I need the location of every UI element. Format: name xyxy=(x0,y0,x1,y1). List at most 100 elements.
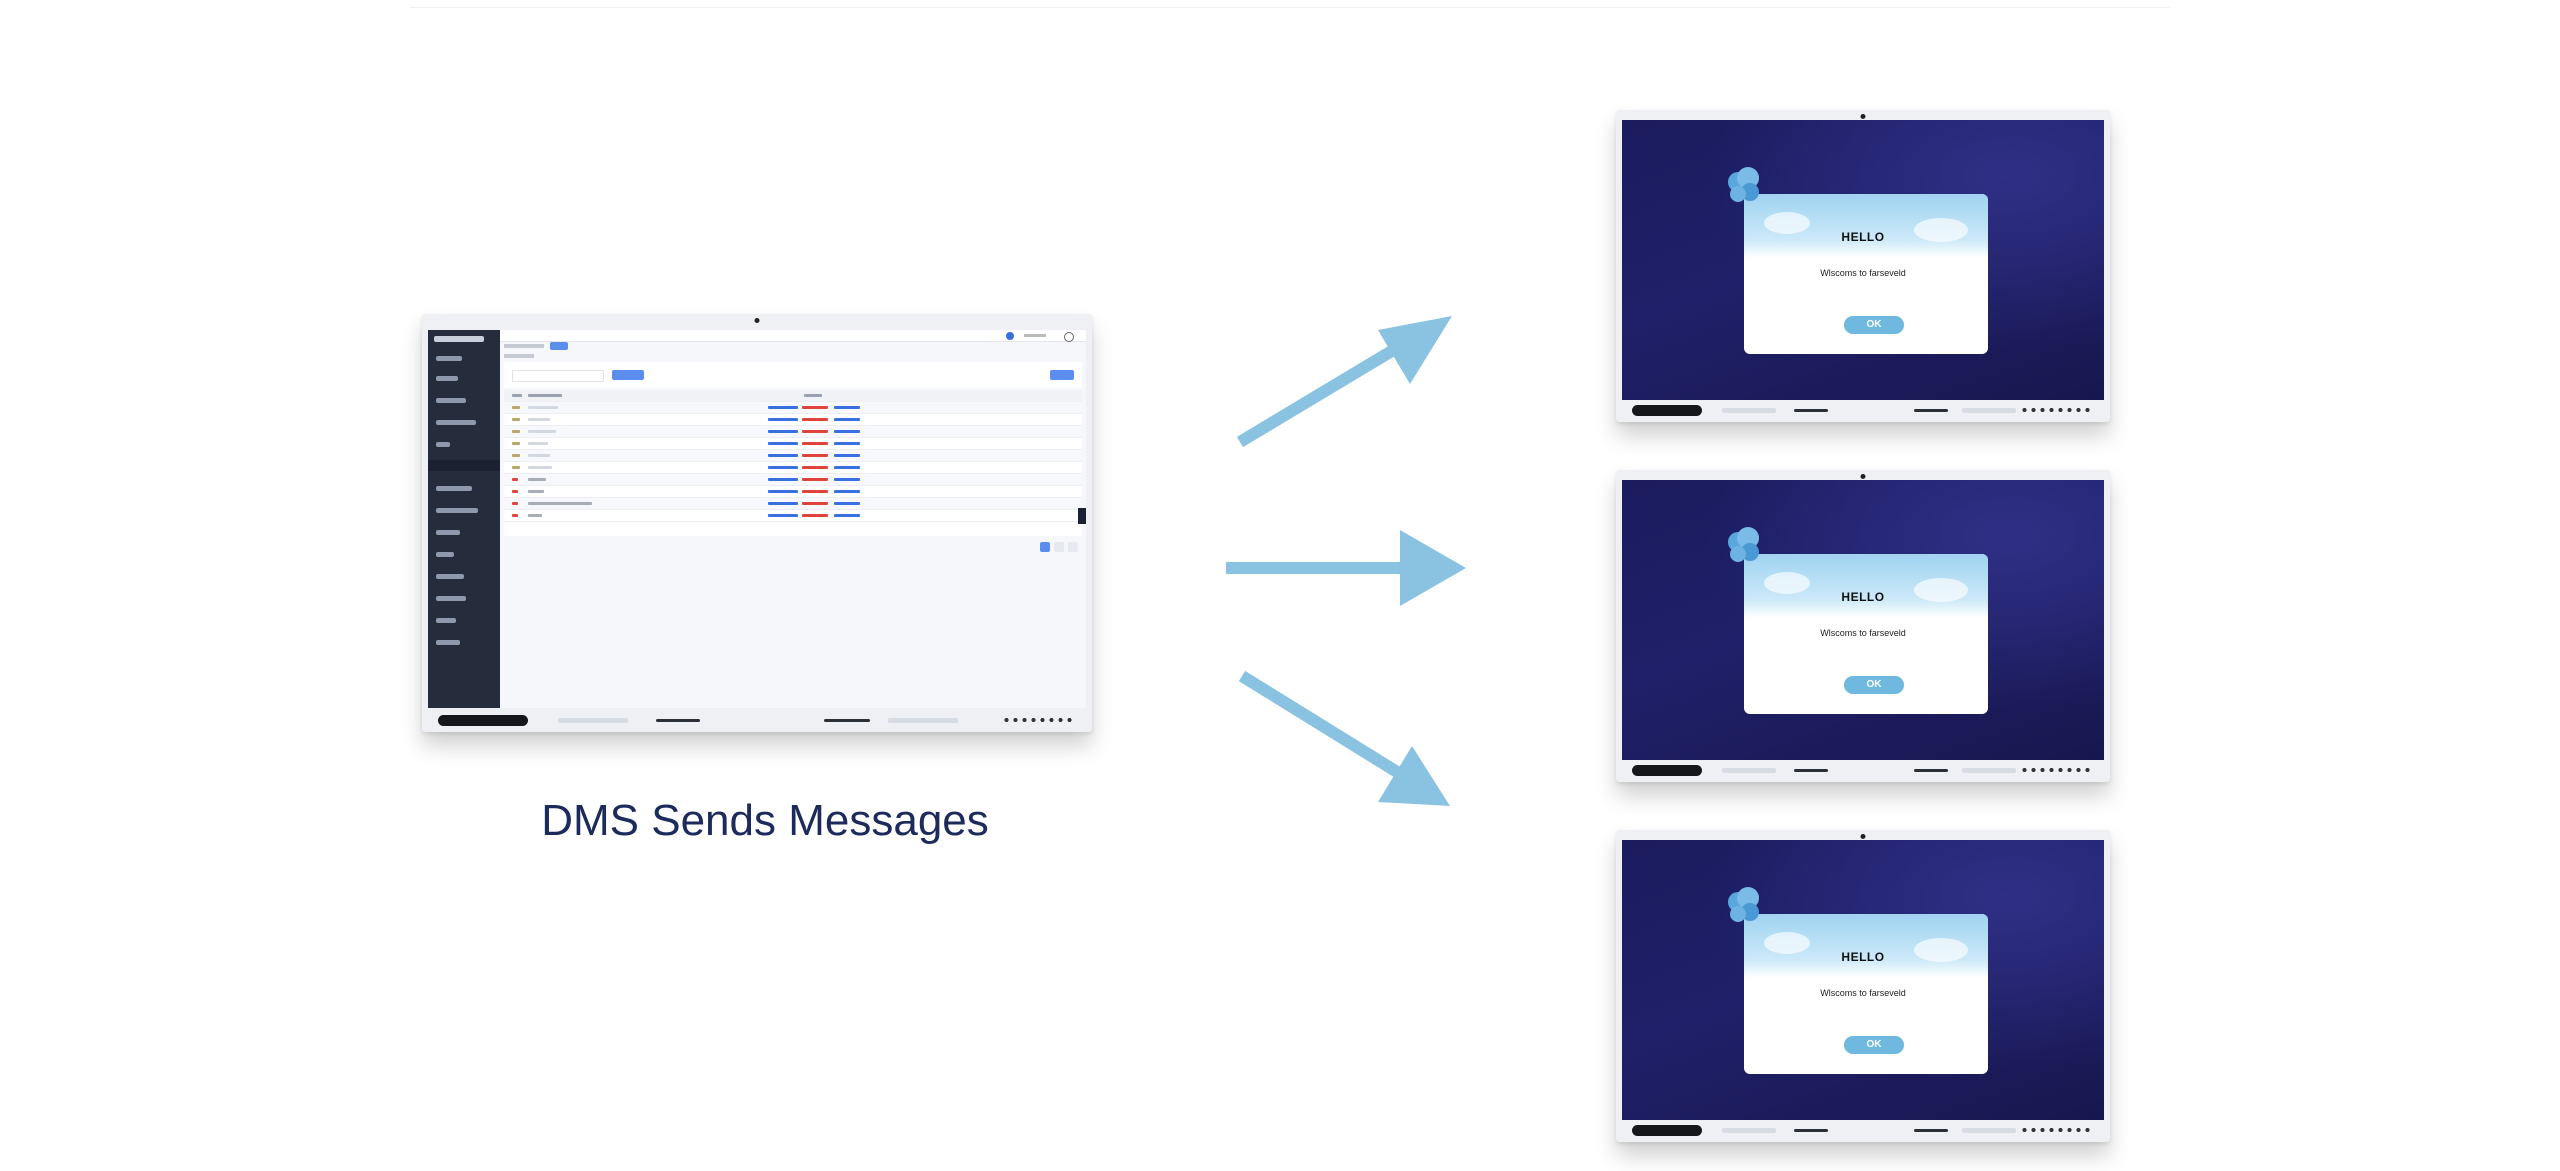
taskbar-pill xyxy=(1632,765,1702,776)
screen-content: HELLO Wlscoms to farsevеld OK xyxy=(1622,120,2104,400)
taskbar-segment xyxy=(1914,409,1948,412)
sidebar-item[interactable] xyxy=(436,398,466,403)
camera-dot xyxy=(1860,834,1866,839)
sidebar-item[interactable] xyxy=(436,596,466,601)
cloud-icon xyxy=(1728,527,1759,562)
table-row[interactable] xyxy=(504,462,1082,474)
table-row[interactable] xyxy=(504,498,1082,510)
table-header xyxy=(504,390,1082,402)
top-divider xyxy=(410,7,2170,8)
sidebar-item[interactable] xyxy=(436,552,454,557)
pagination xyxy=(1020,542,1078,552)
dialog-header xyxy=(1744,914,1988,978)
taskbar-segment xyxy=(1722,408,1776,413)
arrow-down-right xyxy=(1238,670,1450,806)
dialog-message: Wlscoms to farsevеld xyxy=(1820,628,1906,638)
user-name xyxy=(1024,334,1046,337)
page-button[interactable] xyxy=(1054,542,1064,552)
taskbar-dots xyxy=(2020,408,2090,412)
dialog-header xyxy=(1744,194,1988,258)
dms-header xyxy=(500,330,1086,342)
taskbar-pill xyxy=(1632,405,1702,416)
dms-sidebar xyxy=(428,330,500,708)
sidebar-item[interactable] xyxy=(436,618,456,623)
sidebar-item[interactable] xyxy=(436,574,464,579)
search-icon[interactable] xyxy=(1064,332,1074,342)
dms-dashboard xyxy=(428,330,1086,708)
camera-dot xyxy=(1860,474,1866,479)
monitor-taskbar xyxy=(1622,763,2104,778)
taskbar-dots xyxy=(2020,768,2090,772)
camera-dot xyxy=(1860,114,1866,119)
taskbar-segment xyxy=(1914,769,1948,772)
table-row[interactable] xyxy=(504,438,1082,450)
taskbar-segment xyxy=(824,719,870,722)
dms-monitor xyxy=(422,314,1092,732)
dms-toolbar xyxy=(504,362,1082,388)
taskbar-pill xyxy=(438,715,528,726)
tab-list[interactable] xyxy=(504,354,534,358)
monitor-taskbar xyxy=(1622,403,2104,418)
taskbar-segment xyxy=(1962,408,2016,413)
taskbar-segment xyxy=(1962,1128,2016,1133)
table-row[interactable] xyxy=(504,510,1082,522)
sidebar-item[interactable] xyxy=(436,420,476,425)
cloud-icon xyxy=(1728,167,1759,202)
ok-button[interactable]: OK xyxy=(1844,676,1904,694)
table-row[interactable] xyxy=(504,450,1082,462)
dialog-message: Wlscoms to farsevеld xyxy=(1820,268,1906,278)
tab-active[interactable] xyxy=(550,342,568,350)
taskbar-segment xyxy=(1722,1128,1776,1133)
taskbar-segment xyxy=(1794,409,1828,412)
display-screen-3: HELLO Wlscoms to farsevеld OK xyxy=(1616,830,2110,1142)
sidebar-item-active[interactable] xyxy=(428,460,500,471)
screen-content: HELLO Wlscoms to farsevеld OK xyxy=(1622,480,2104,760)
caption: DMS Sends Messages xyxy=(541,796,989,845)
table-row[interactable] xyxy=(504,474,1082,486)
dialog-title: HELLO xyxy=(1841,230,1885,244)
sidebar-item[interactable] xyxy=(436,486,472,491)
sidebar-item[interactable] xyxy=(436,530,460,535)
page-button-active[interactable] xyxy=(1040,542,1050,552)
search-button[interactable] xyxy=(612,370,644,380)
add-button[interactable] xyxy=(1050,370,1074,380)
arrow-up-right xyxy=(1236,316,1452,448)
taskbar-dots xyxy=(2020,1128,2090,1132)
dms-logo xyxy=(434,336,484,342)
cloud-icon xyxy=(1728,887,1759,922)
taskbar-segment xyxy=(656,719,700,722)
ok-button[interactable]: OK xyxy=(1844,316,1904,334)
table-row[interactable] xyxy=(504,414,1082,426)
message-table xyxy=(504,390,1082,536)
screen-content: HELLO Wlscoms to farsevеld OK xyxy=(1622,840,2104,1120)
sidebar-item[interactable] xyxy=(436,508,478,513)
taskbar-pill xyxy=(1632,1125,1702,1136)
notification-badge[interactable] xyxy=(1006,332,1014,340)
taskbar-segment xyxy=(1794,1129,1828,1132)
ok-button[interactable]: OK xyxy=(1844,1036,1904,1054)
search-input[interactable] xyxy=(512,370,604,382)
camera-dot xyxy=(754,318,760,323)
sidebar-item[interactable] xyxy=(436,442,450,447)
dms-main xyxy=(500,330,1086,708)
taskbar-segment xyxy=(888,718,958,723)
display-screen-2: HELLO Wlscoms to farsevеld OK xyxy=(1616,470,2110,782)
sidebar-item[interactable] xyxy=(436,376,458,381)
monitor-taskbar xyxy=(428,713,1086,728)
page-button[interactable] xyxy=(1068,542,1078,552)
table-row[interactable] xyxy=(504,486,1082,498)
table-row[interactable] xyxy=(504,426,1082,438)
dialog-title: HELLO xyxy=(1841,590,1885,604)
sidebar-item[interactable] xyxy=(436,356,462,361)
table-row[interactable] xyxy=(504,402,1082,414)
sidebar-item[interactable] xyxy=(436,640,460,645)
side-handle[interactable] xyxy=(1078,508,1086,524)
taskbar-segment xyxy=(1794,769,1828,772)
dialog-header xyxy=(1744,554,1988,618)
taskbar-segment xyxy=(1722,768,1776,773)
display-screen-1: HELLO Wlscoms to farsevеld OK xyxy=(1616,110,2110,422)
breadcrumb xyxy=(504,344,544,348)
taskbar-segment xyxy=(1914,1129,1948,1132)
taskbar-dots xyxy=(1002,718,1072,722)
